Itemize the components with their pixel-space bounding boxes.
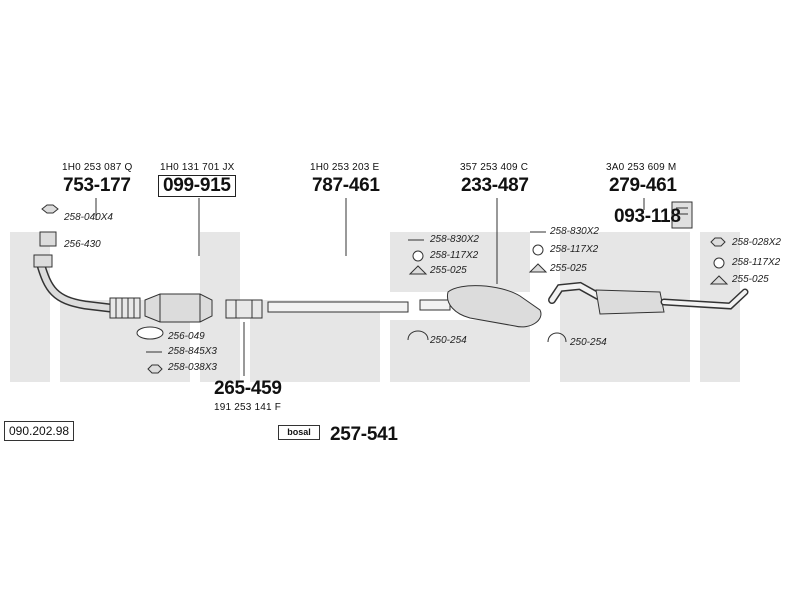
accessory-label: 258-040X4 (64, 212, 113, 223)
connector-sleeve (225, 299, 263, 319)
oe-reference: 3A0 253 609 M (606, 162, 677, 173)
watermark-block (390, 232, 530, 292)
ring-gasket-icon (136, 326, 164, 340)
watermark-block (250, 300, 380, 382)
front-flange (33, 254, 53, 268)
nut-icon (710, 237, 726, 247)
ring-icon (412, 250, 424, 262)
flex-joint (109, 297, 141, 319)
bosal-logo: bosal (278, 425, 320, 440)
clamp-icon (547, 332, 567, 343)
accessory-label: 256-430 (64, 239, 101, 250)
accessory-label: 258-830X2 (430, 234, 479, 245)
rubber-mount-icon (408, 265, 428, 275)
part-number[interactable]: 787-461 (312, 175, 380, 196)
accessory-label: 250-254 (430, 335, 467, 346)
nut-icon (41, 204, 59, 214)
accessory-label: 255-025 (430, 265, 467, 276)
oe-reference: 1H0 131 701 JX (160, 162, 235, 173)
accessory-label: 258-845X3 (168, 346, 217, 357)
accessory-label: 258-830X2 (550, 226, 599, 237)
accessory-label: 255-025 (732, 274, 769, 285)
part-number[interactable]: 093-118 (614, 206, 681, 227)
part-number[interactable]: 279-461 (609, 175, 677, 196)
ring-icon (532, 244, 544, 256)
part-number[interactable]: 265-459 (214, 378, 282, 399)
oe-reference: 1H0 253 203 E (310, 162, 380, 173)
accessory-label: 256-049 (168, 331, 205, 342)
oe-reference: 191 253 141 F (214, 402, 282, 413)
part-number[interactable]: 257-541 (330, 424, 398, 445)
middle-silencer (446, 285, 542, 328)
accessory-label: 258-117X2 (430, 250, 479, 261)
accessory-label: 258-038X3 (168, 362, 217, 373)
gasket-icon (39, 231, 57, 247)
intermediate-pipe (267, 301, 409, 313)
rear-silencer (595, 289, 665, 315)
catalytic-converter (144, 293, 213, 323)
ring-icon (713, 257, 725, 269)
accessory-label: 258-117X2 (732, 257, 781, 268)
rubber-mount-icon (709, 275, 729, 285)
rubber-mount-icon (528, 263, 548, 273)
part-number[interactable]: 753-177 (63, 175, 131, 196)
accessory-label: 258-028X2 (732, 237, 781, 248)
oe-reference: 357 253 409 C (460, 162, 529, 173)
diagram-number: 090.202.98 (4, 421, 75, 441)
clamp-icon (407, 330, 429, 341)
nut-icon (147, 364, 163, 374)
accessory-label: 250-254 (570, 337, 607, 348)
part-number[interactable]: 099-915 (158, 175, 236, 197)
oe-reference: 1H0 253 087 Q (62, 162, 133, 173)
accessory-label: 255-025 (550, 263, 587, 274)
accessory-label: 258-117X2 (550, 244, 599, 255)
part-number[interactable]: 233-487 (461, 175, 529, 196)
watermark-block (390, 320, 530, 382)
